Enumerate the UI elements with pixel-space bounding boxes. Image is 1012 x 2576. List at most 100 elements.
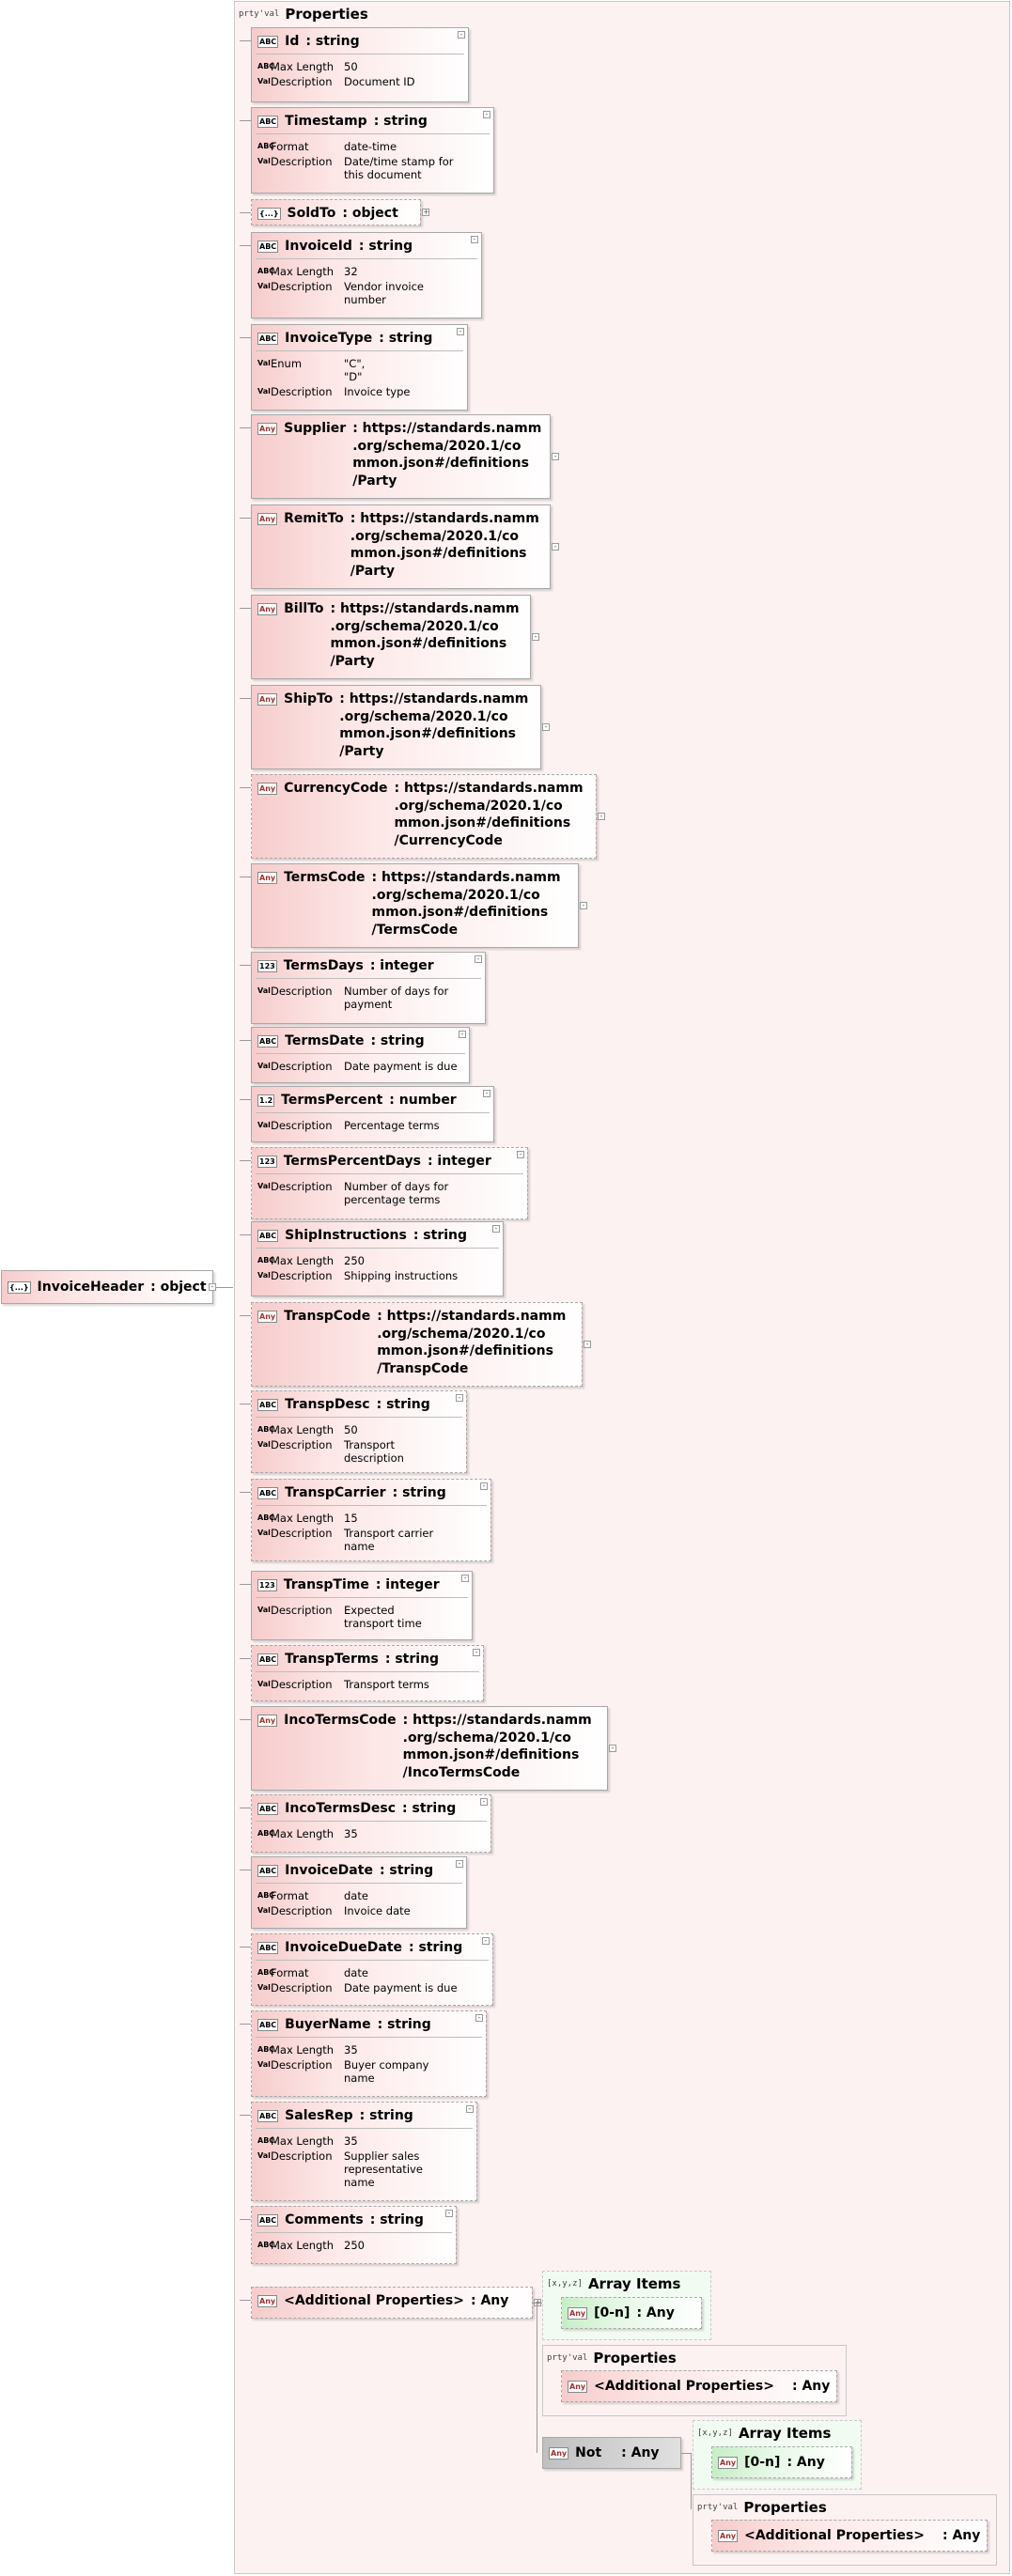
facet-type-icon: ABC bbox=[257, 2241, 275, 2249]
collapse-icon[interactable]: - bbox=[480, 1482, 488, 1490]
collapse-icon[interactable]: - bbox=[475, 2014, 483, 2022]
collapse-icon[interactable]: - bbox=[584, 1341, 591, 1348]
property-name: TermsPercentDays bbox=[283, 1154, 421, 1169]
collapse-icon[interactable]: - bbox=[483, 1090, 490, 1097]
facet-name: Max Length bbox=[271, 60, 335, 73]
root-collapse-icon[interactable]: - bbox=[209, 1283, 216, 1291]
collapse-icon[interactable]: - bbox=[598, 813, 605, 820]
property-connector bbox=[240, 40, 251, 41]
collapse-icon[interactable]: - bbox=[542, 723, 550, 731]
string-icon: ABC bbox=[257, 1865, 279, 1877]
facet-name: Description bbox=[271, 1904, 333, 1917]
facet-type-icon: Val bbox=[257, 359, 271, 367]
property-type: : string bbox=[376, 1397, 430, 1412]
additional-connector bbox=[533, 2303, 542, 2304]
collapse-icon[interactable]: - bbox=[471, 236, 478, 243]
array-item2-node[interactable]: Any [0-n] : Any bbox=[711, 2446, 852, 2478]
facet-type-icon: Val bbox=[257, 1062, 271, 1070]
facet-name: Description bbox=[271, 1981, 333, 1994]
property-type: : string bbox=[370, 1033, 425, 1048]
property-name: TranspTime bbox=[283, 1577, 369, 1592]
collapse-icon[interactable]: - bbox=[457, 328, 464, 335]
string-icon: ABC bbox=[257, 1653, 279, 1666]
collapse-icon[interactable]: - bbox=[532, 633, 539, 641]
facet-name: Description bbox=[271, 1604, 333, 1617]
collapse-icon[interactable]: - bbox=[456, 1394, 463, 1402]
collapse-icon[interactable]: - bbox=[552, 453, 559, 460]
collapse-icon[interactable]: - bbox=[458, 31, 465, 39]
property-type: : object bbox=[342, 206, 398, 221]
collapse-icon[interactable]: - bbox=[482, 1937, 490, 1945]
property-type: : string bbox=[409, 1940, 463, 1955]
sub-properties-title: Properties bbox=[593, 2350, 677, 2367]
facet-value: Expected transport time bbox=[344, 1604, 422, 1630]
facet-name: Description bbox=[271, 1678, 333, 1691]
collapse-icon[interactable]: - bbox=[456, 1860, 463, 1868]
facet-type-icon: ABC bbox=[257, 1829, 275, 1838]
any-icon: Any bbox=[718, 2457, 739, 2469]
property-name: Timestamp bbox=[285, 114, 367, 129]
collapse-icon[interactable]: - bbox=[473, 1649, 480, 1656]
sub-additional-properties-node[interactable]: Any <Additional Properties> : Any bbox=[561, 2370, 837, 2402]
collapse-icon[interactable]: - bbox=[466, 2105, 474, 2113]
property-connector bbox=[240, 337, 251, 338]
collapse-icon[interactable]: - bbox=[483, 111, 490, 118]
collapse-icon[interactable]: - bbox=[609, 1745, 616, 1752]
collapse-icon[interactable]: - bbox=[492, 1225, 500, 1233]
array-item-node[interactable]: Any [0-n] : Any bbox=[561, 2297, 702, 2329]
collapse-icon[interactable]: - bbox=[580, 902, 587, 909]
collapse-icon[interactable]: + bbox=[422, 208, 429, 216]
property-node[interactable]: {...}SoldTo: object bbox=[251, 199, 421, 225]
sub-additional-properties-name: <Additional Properties> bbox=[594, 2379, 774, 2394]
collapse-icon[interactable]: - bbox=[445, 2210, 453, 2217]
any-icon: Any bbox=[257, 1715, 278, 1727]
property-type: : https://standards.namm .org/schema/202… bbox=[371, 870, 561, 938]
not-node[interactable]: Any Not : Any bbox=[542, 2437, 681, 2469]
root-node[interactable]: {...} InvoiceHeader : object bbox=[1, 1270, 213, 1304]
collapse-icon[interactable]: - bbox=[461, 1575, 469, 1582]
collapse-icon[interactable]: - bbox=[459, 1031, 466, 1038]
not-branch-line bbox=[691, 2453, 692, 2509]
property-node[interactable]: Any<Additional Properties>: Any bbox=[251, 2287, 533, 2319]
sub-additional-properties2-node[interactable]: Any <Additional Properties> : Any bbox=[711, 2520, 988, 2552]
facet-value: 250 bbox=[344, 2239, 365, 2252]
collapse-icon[interactable]: - bbox=[475, 955, 482, 963]
collapse-icon[interactable]: - bbox=[480, 1798, 488, 1806]
collapse-icon[interactable]: - bbox=[517, 1151, 524, 1158]
collapse-icon[interactable]: - bbox=[552, 543, 559, 551]
